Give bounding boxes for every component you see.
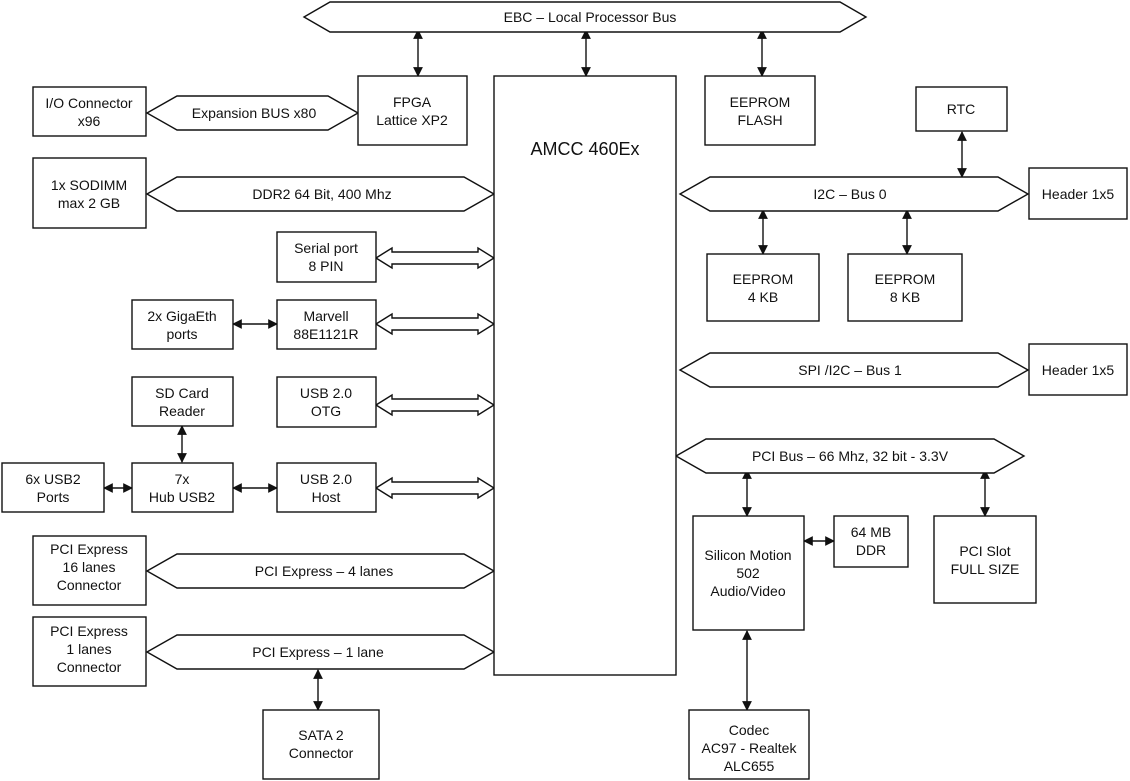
block-sodimm-line-2: max 2 GB: [58, 195, 120, 211]
bus-pci-label: PCI Bus – 66 Mhz, 32 bit - 3.3V: [752, 448, 949, 464]
block-pcie1-connector-line-2: 1 lanes: [66, 641, 111, 657]
block-fpga-line-1: FPGA: [393, 94, 432, 110]
block-pci-slot-line-2: FULL SIZE: [951, 561, 1020, 577]
block-sd-card-line-2: Reader: [159, 403, 205, 419]
block-eeprom-flash: EEPROM FLASH: [704, 75, 816, 146]
block-sodimm-line-1: 1x SODIMM: [51, 177, 127, 193]
bus-spi-i2c1-label: SPI /I2C – Bus 1: [798, 362, 902, 378]
block-marvell-line-2: 88E1121R: [293, 326, 358, 342]
bus-expansion: Expansion BUS x80: [145, 95, 360, 131]
block-fpga-line-2: Lattice XP2: [376, 112, 448, 128]
block-usb-hub: 7x Hub USB2: [131, 462, 234, 513]
block-header-i2c0-line-1: Header 1x5: [1042, 186, 1115, 202]
block-sata-line-1: SATA 2: [298, 727, 344, 743]
usb-host-cpu-arrow: [374, 476, 496, 500]
block-serial-port: Serial port 8 PIN: [276, 231, 377, 283]
usb-otg-cpu-arrow: [374, 393, 496, 417]
bus-pcie1-label: PCI Express – 1 lane: [252, 644, 384, 660]
block-silicon-motion: Silicon Motion 502 Audio/Video: [692, 515, 805, 631]
block-serial-port-line-1: Serial port: [294, 240, 358, 256]
block-pcie16-connector-line-1: PCI Express: [50, 541, 128, 557]
block-sata: SATA 2 Connector: [262, 709, 380, 780]
bus-ebc-label: EBC – Local Processor Bus: [504, 9, 677, 25]
block-eeprom-8kb-line-1: EEPROM: [875, 271, 936, 287]
block-usb-otg: USB 2.0 OTG: [276, 376, 377, 428]
bus-expansion-label: Expansion BUS x80: [192, 105, 317, 121]
block-codec-line-2: AC97 - Realtek: [702, 740, 798, 756]
bus-spi-i2c1: SPI /I2C – Bus 1: [678, 352, 1030, 388]
block-eeprom-4kb-line-2: 4 KB: [748, 289, 778, 305]
block-usb-hub-line-2: Hub USB2: [149, 489, 215, 505]
block-pcie1-connector-line-3: Connector: [57, 659, 122, 675]
block-silicon-motion-line-1: Silicon Motion: [704, 547, 791, 563]
block-rtc-line-1: RTC: [947, 101, 976, 117]
block-rtc: RTC: [915, 86, 1008, 132]
block-gigaeth: 2x GigaEth ports: [131, 299, 234, 350]
block-silicon-motion-line-2: 502: [736, 565, 760, 581]
block-eeprom-4kb: EEPROM 4 KB: [706, 253, 820, 322]
block-eeprom-8kb-line-2: 8 KB: [890, 289, 920, 305]
block-sd-card-line-1: SD Card: [155, 385, 209, 401]
block-pcie16-connector: PCI Express 16 lanes Connector: [32, 535, 147, 606]
block-pcie1-connector: PCI Express 1 lanes Connector: [32, 616, 147, 687]
block-sata-line-2: Connector: [289, 745, 354, 761]
block-usb-ports-line-1: 6x USB2: [25, 471, 80, 487]
block-usb-ports-line-2: Ports: [37, 489, 70, 505]
block-ddr-64mb-line-2: DDR: [856, 542, 886, 558]
block-pcie16-connector-line-2: 16 lanes: [63, 559, 116, 575]
block-usb-otg-line-1: USB 2.0: [300, 385, 352, 401]
block-eeprom-flash-line-1: EEPROM: [730, 94, 791, 110]
block-gigaeth-line-1: 2x GigaEth: [147, 308, 216, 324]
block-usb-host: USB 2.0 Host: [276, 462, 377, 513]
block-fpga: FPGA Lattice XP2: [357, 75, 468, 146]
block-marvell: Marvell 88E1121R: [276, 299, 377, 350]
serial-cpu-arrow: [374, 246, 496, 270]
block-io-connector-line-2: x96: [78, 113, 101, 129]
block-sodimm: 1x SODIMM max 2 GB: [32, 157, 147, 229]
block-pcie16-connector-line-3: Connector: [57, 577, 122, 593]
block-usb-host-line-2: Host: [312, 489, 341, 505]
bus-pci: PCI Bus – 66 Mhz, 32 bit - 3.3V: [674, 438, 1026, 474]
block-silicon-motion-line-3: Audio/Video: [710, 583, 785, 599]
bus-pcie4-label: PCI Express – 4 lanes: [255, 563, 394, 579]
block-sd-card: SD Card Reader: [131, 376, 234, 427]
block-usb-hub-line-1: 7x: [175, 471, 190, 487]
block-cpu: AMCC 460Ex: [493, 75, 677, 676]
bus-pcie1: PCI Express – 1 lane: [145, 634, 496, 670]
block-io-connector-line-1: I/O Connector: [45, 95, 132, 111]
bus-i2c0-label: I2C – Bus 0: [813, 186, 886, 202]
block-marvell-line-1: Marvell: [303, 308, 348, 324]
block-usb-otg-line-2: OTG: [311, 403, 341, 419]
block-codec-line-3: ALC655: [724, 758, 775, 774]
block-gigaeth-line-2: ports: [166, 326, 197, 342]
block-header-spi: Header 1x5: [1028, 343, 1128, 396]
marvell-cpu-arrow: [374, 312, 496, 336]
block-usb-host-line-1: USB 2.0: [300, 471, 352, 487]
block-pci-slot-line-1: PCI Slot: [959, 543, 1010, 559]
block-eeprom-4kb-line-1: EEPROM: [733, 271, 794, 287]
bus-i2c0: I2C – Bus 0: [678, 176, 1030, 212]
block-codec: Codec AC97 - Realtek ALC655: [688, 709, 810, 780]
block-eeprom-flash-line-2: FLASH: [737, 112, 782, 128]
block-header-spi-line-1: Header 1x5: [1042, 362, 1115, 378]
block-ddr-64mb-line-1: 64 MB: [851, 524, 891, 540]
block-pcie1-connector-line-1: PCI Express: [50, 623, 128, 639]
block-eeprom-8kb: EEPROM 8 KB: [847, 253, 963, 322]
bus-ddr2: DDR2 64 Bit, 400 Mhz: [145, 176, 496, 212]
block-io-connector: I/O Connector x96: [32, 86, 147, 137]
block-codec-line-1: Codec: [729, 722, 769, 738]
bus-ebc: EBC – Local Processor Bus: [302, 1, 868, 33]
connectors: [103, 29, 990, 711]
block-usb-ports: 6x USB2 Ports: [1, 462, 105, 513]
block-header-i2c0: Header 1x5: [1028, 167, 1128, 220]
bus-ddr2-label: DDR2 64 Bit, 400 Mhz: [252, 186, 391, 202]
bus-pcie4: PCI Express – 4 lanes: [145, 553, 496, 589]
block-serial-port-line-2: 8 PIN: [308, 258, 343, 274]
block-cpu-line-1: AMCC 460Ex: [530, 139, 639, 159]
block-ddr-64mb: 64 MB DDR: [833, 515, 909, 568]
block-pci-slot: PCI Slot FULL SIZE: [933, 515, 1037, 604]
